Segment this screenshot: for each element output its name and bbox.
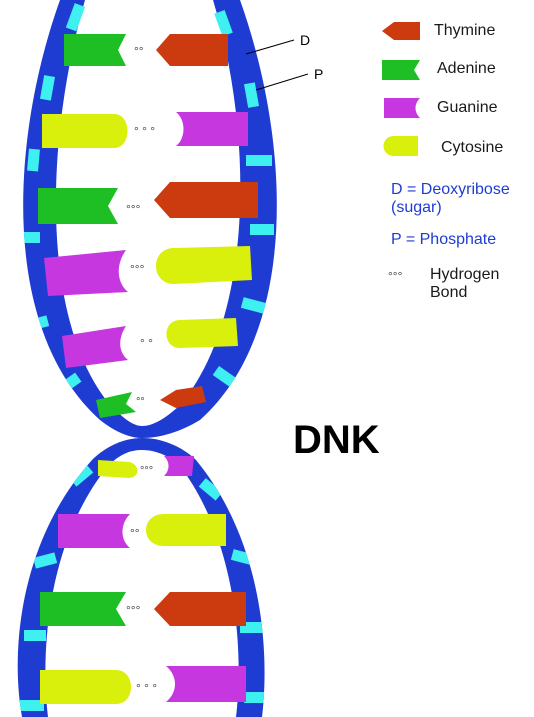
diagram-title: DNK	[293, 418, 380, 463]
callout-line-p	[256, 74, 308, 90]
guanine-base	[164, 456, 194, 476]
hydrogen-bond-note: Hydrogen Bond	[430, 266, 530, 302]
phosphate-marker	[24, 630, 46, 641]
thymine-legend-icon	[382, 22, 420, 40]
legend-guanine-label: Guanine	[437, 99, 498, 117]
legend-cytosine-label: Cytosine	[441, 139, 503, 157]
guanine-base	[58, 514, 130, 548]
guanine-base	[176, 112, 248, 146]
phosphate-marker	[18, 232, 40, 243]
hydrogen-bond: ° ° °	[134, 124, 155, 138]
hydrogen-bond: ° °	[140, 336, 153, 350]
cytosine-base	[42, 114, 128, 148]
phosphate-marker	[27, 149, 40, 172]
hydrogen-bond: °°	[134, 44, 144, 58]
adenine-base	[40, 592, 126, 626]
thymine-base	[156, 34, 228, 66]
cytosine-base	[156, 246, 252, 284]
deoxyribose-note: D = Deoxyribose (sugar)	[391, 181, 531, 217]
guanine-base	[166, 666, 246, 702]
adenine-legend-icon	[382, 60, 420, 80]
legend-thymine-label: Thymine	[434, 22, 495, 40]
adenine-base	[64, 34, 126, 66]
guanine-base	[44, 250, 128, 296]
hydrogen-bond: °°	[136, 396, 145, 408]
adenine-base	[38, 188, 118, 224]
hydrogen-bond: °°°	[126, 202, 141, 216]
hydrogen-bond-legend-icon: °°°	[388, 269, 403, 283]
cytosine-legend-icon	[384, 136, 419, 156]
hydrogen-bond: ° ° °	[136, 681, 157, 695]
phosphate-marker	[244, 692, 268, 703]
cytosine-base	[40, 670, 131, 704]
thymine-base	[154, 182, 258, 218]
phosphate-marker	[250, 224, 274, 235]
thymine-base	[154, 592, 246, 626]
guanine-legend-icon	[384, 98, 420, 118]
callout-d-label: D	[300, 32, 310, 48]
phosphate-marker	[246, 155, 272, 166]
cytosine-base	[146, 514, 226, 546]
cytosine-base	[167, 318, 239, 348]
phosphate-note: P = Phosphate	[391, 231, 531, 249]
legend-adenine-label: Adenine	[437, 60, 496, 78]
hydrogen-bond: °°°	[130, 262, 145, 276]
hydrogen-bond: °°°	[140, 465, 153, 477]
hydrogen-bond: °°	[130, 526, 140, 540]
callout-p-label: P	[314, 66, 323, 82]
hydrogen-bond: °°°	[126, 603, 141, 617]
